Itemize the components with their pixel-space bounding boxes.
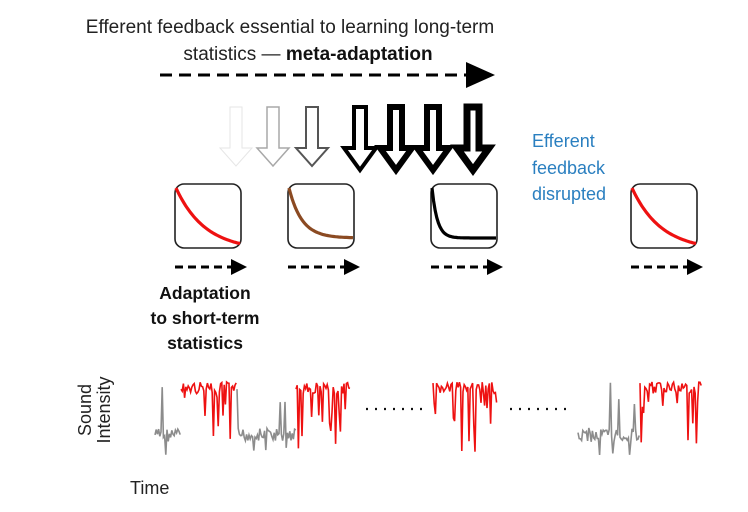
low-variance-segment [154,387,181,455]
feedback-arrows [218,103,496,176]
adaptation-box [630,183,703,275]
low-variance-segment [577,382,640,455]
box-frame [630,183,698,249]
sound-intensity-waveform [154,380,702,455]
adaptation-line-2: to short-term [151,308,260,328]
box-frame [287,183,355,249]
adaptation-box [287,183,360,275]
feedback-arrow-icon [340,105,380,174]
feedback-arrow-icon [293,106,331,168]
high-variance-segment [639,380,702,444]
title-plain: statistics — [183,44,285,65]
high-variance-segment [180,380,237,439]
feedback-arrow-icon [218,106,254,167]
box-frame [174,183,242,249]
adaptation-boxes [174,183,703,275]
high-variance-segment [295,381,351,449]
adaptation-line-3: statistics [167,333,243,353]
adaptation-line-1: Adaptation [159,283,250,303]
adaptation-curve [630,187,697,246]
disrupted-line-1: Efferent [532,131,595,151]
title-line-2: statistics — meta-adaptation [183,44,432,65]
short-term-arrowhead [487,259,503,275]
disrupted-line-3: disrupted [532,184,606,204]
meta-adaptation-arrow [160,62,495,88]
feedback-arrow-icon [374,104,418,176]
xlabel-time: Time [130,478,169,498]
disrupted-line-2: feedback [532,158,606,178]
title-bold: meta-adaptation [286,44,433,65]
low-variance-segment [236,389,297,451]
adaptation-curve [174,187,241,246]
short-term-arrowhead [231,259,247,275]
adaptation-curve [430,187,496,240]
short-term-arrowhead [687,259,703,275]
feedback-arrow-icon [450,103,496,176]
title-line-1: Efferent feedback essential to learning … [86,17,494,38]
adaptation-box [174,183,247,275]
adaptation-box [430,183,503,275]
feedback-arrow-icon [411,104,455,176]
adaptation-curve [287,187,354,240]
high-variance-segment [432,380,498,452]
ylabel-line-2: Intensity [94,376,114,443]
feedback-arrow-icon [255,106,291,168]
ylabel-line-1: Sound [75,384,95,436]
box-frame [430,183,498,249]
short-term-arrowhead [344,259,360,275]
